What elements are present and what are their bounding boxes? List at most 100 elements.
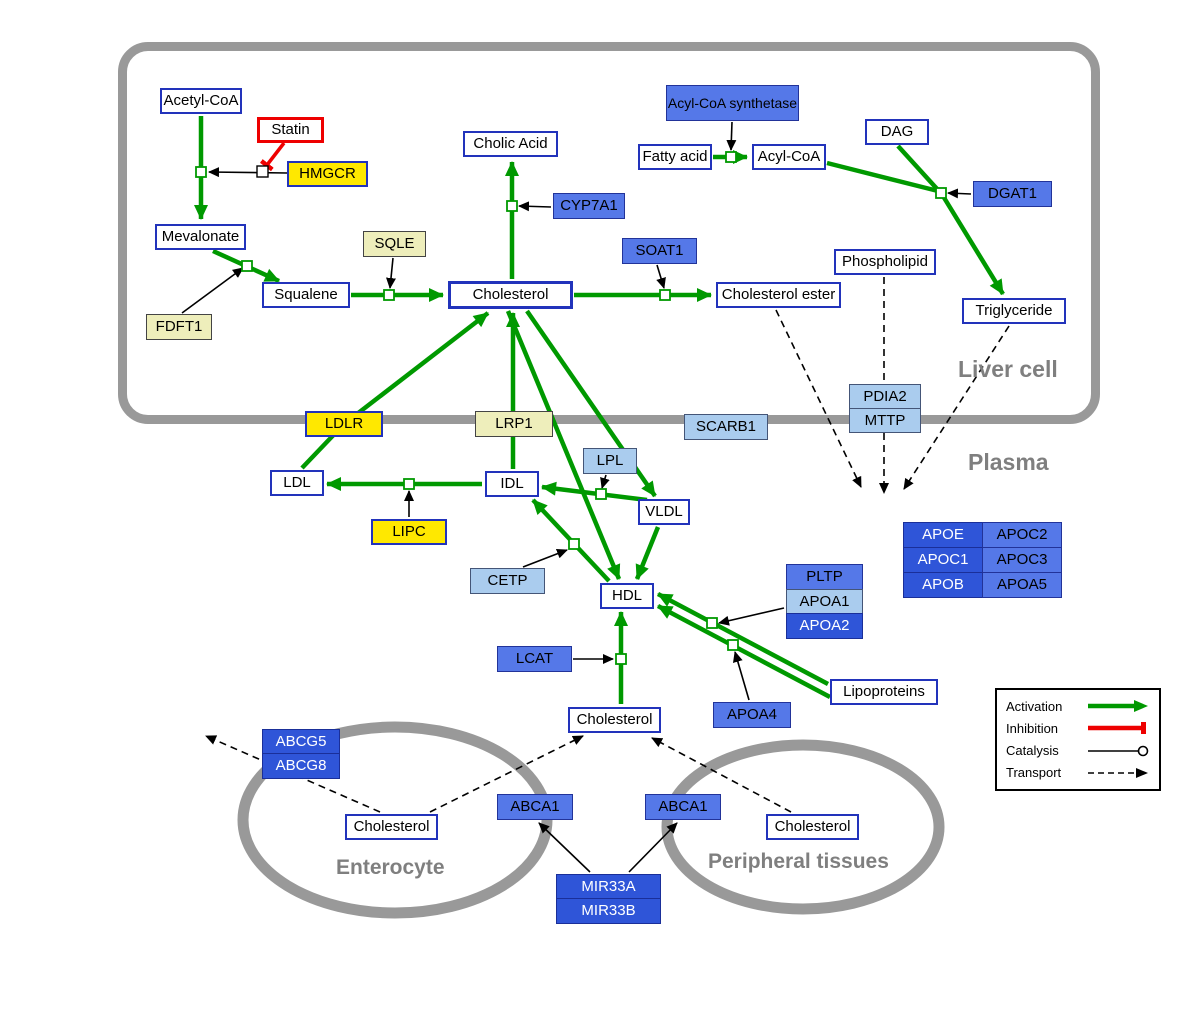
- reaction-node: [195, 166, 207, 178]
- edge-cyp7a1-catalysis: [518, 201, 552, 212]
- edge-fdft1-catalysis: [181, 267, 244, 314]
- reaction-node: [568, 538, 580, 550]
- node-lrp1[interactable]: LRP1: [475, 411, 553, 437]
- edge-soat1-catalysis: [656, 264, 666, 289]
- node-ldl[interactable]: LDL: [270, 470, 324, 496]
- node-cholesterol-enterocyte[interactable]: Cholesterol: [345, 814, 438, 840]
- enterocyte-membrane: [237, 721, 553, 919]
- edge-mir33-abca1-enterocyte: [538, 822, 591, 873]
- edge-vldl-hdl: [634, 526, 661, 580]
- node-cholesterol-liver[interactable]: Cholesterol: [448, 281, 573, 309]
- node-fdft1[interactable]: FDFT1: [146, 314, 212, 340]
- reaction-node: [935, 187, 947, 199]
- legend-catalysis-row: Catalysis: [1006, 743, 1150, 758]
- node-mir33a[interactable]: MIR33A: [556, 874, 661, 899]
- edge-lpl-catalysis: [600, 474, 610, 489]
- node-abcg8[interactable]: ABCG8: [262, 753, 340, 779]
- node-cyp7a1[interactable]: CYP7A1: [553, 193, 625, 219]
- legend-transport-row: Transport: [1006, 765, 1150, 780]
- node-acyl-coa-synthetase[interactable]: Acyl-CoA synthetase: [666, 85, 799, 121]
- node-cholesterol-peripheral[interactable]: Cholesterol: [766, 814, 859, 840]
- node-lcat[interactable]: LCAT: [497, 646, 572, 672]
- reaction-node: [706, 617, 718, 629]
- node-triglyceride[interactable]: Triglyceride: [962, 298, 1066, 324]
- enterocyte-label: Enterocyte: [336, 856, 445, 879]
- edge-enterocytecholesterol-plasmacholesterol: [429, 735, 584, 813]
- node-acetyl-coa[interactable]: Acetyl-CoA: [160, 88, 242, 114]
- node-lipc[interactable]: LIPC: [371, 519, 447, 545]
- liver-cell-compartment: [118, 42, 1100, 424]
- edge-dgat1node-triglyceride: [941, 194, 1005, 296]
- node-apoc1[interactable]: APOC1: [903, 547, 983, 573]
- node-cetp[interactable]: CETP: [470, 568, 545, 594]
- node-cholic-acid[interactable]: Cholic Acid: [463, 131, 558, 157]
- node-fatty-acid[interactable]: Fatty acid: [638, 144, 712, 170]
- node-acyl-coa[interactable]: Acyl-CoA: [752, 144, 826, 170]
- edge-ldl-ldlr-cholesterol: [300, 311, 490, 470]
- node-abcg5[interactable]: ABCG5: [262, 729, 340, 754]
- node-lpl[interactable]: LPL: [583, 448, 637, 474]
- activation-arrow-icon: [1088, 700, 1148, 713]
- edge-cetp-catalysis: [522, 548, 568, 568]
- node-idl[interactable]: IDL: [485, 471, 539, 497]
- node-dgat1[interactable]: DGAT1: [973, 181, 1052, 207]
- reaction-nodes: [195, 151, 947, 665]
- legend-activation-row: Activation: [1006, 699, 1150, 714]
- node-apoa4[interactable]: APOA4: [713, 702, 791, 728]
- node-phospholipid[interactable]: Phospholipid: [834, 249, 936, 275]
- transport-arrow-icon: [1088, 767, 1148, 778]
- node-apoc3[interactable]: APOC3: [982, 547, 1062, 573]
- node-pdia2[interactable]: PDIA2: [849, 384, 921, 409]
- node-hmgcr[interactable]: HMGCR: [287, 161, 368, 187]
- reaction-node: [383, 289, 395, 301]
- reaction-node: [595, 488, 607, 500]
- node-vldl[interactable]: VLDL: [638, 499, 690, 525]
- node-statin[interactable]: Statin: [257, 117, 324, 143]
- reaction-node: [403, 478, 415, 490]
- node-apoa5[interactable]: APOA5: [982, 572, 1062, 598]
- node-scarb1[interactable]: SCARB1: [684, 414, 768, 440]
- node-apoa1[interactable]: APOA1: [786, 589, 863, 614]
- catalysis-anchor-node: [256, 165, 269, 178]
- node-cholesterol-ester[interactable]: Cholesterol ester: [716, 282, 841, 308]
- reaction-node: [506, 200, 518, 212]
- edge-cholesterol-hdl: [505, 310, 622, 580]
- node-ldlr[interactable]: LDLR: [305, 411, 383, 437]
- edge-cholesterolester-plasma: [775, 309, 862, 488]
- edge-statin-inhibition: [259, 141, 286, 172]
- node-lipoproteins[interactable]: Lipoproteins: [830, 679, 938, 705]
- node-apoa2[interactable]: APOA2: [786, 613, 863, 639]
- node-apoe[interactable]: APOE: [903, 522, 983, 548]
- node-abca1-enterocyte[interactable]: ABCA1: [497, 794, 573, 820]
- catalysis-edges: [181, 121, 972, 873]
- node-soat1[interactable]: SOAT1: [622, 238, 697, 264]
- node-sqle[interactable]: SQLE: [363, 231, 426, 257]
- edge-acylcoa-dgat1node: [826, 160, 939, 194]
- node-apob[interactable]: APOB: [903, 572, 983, 598]
- edge-dag-dgat1node: [896, 144, 940, 192]
- node-mttp[interactable]: MTTP: [849, 408, 921, 433]
- edge-apoa4-catalysis: [733, 651, 750, 701]
- node-pltp[interactable]: PLTP: [786, 564, 863, 590]
- node-cholesterol-plasma[interactable]: Cholesterol: [568, 707, 661, 733]
- node-abca1-peripheral[interactable]: ABCA1: [645, 794, 721, 820]
- edge-peripheralcholesterol-plasmacholesterol: [651, 737, 792, 813]
- transport-edges: [205, 277, 1010, 813]
- node-dag[interactable]: DAG: [865, 119, 929, 145]
- node-mir33b[interactable]: MIR33B: [556, 898, 661, 924]
- edge-dgat1-catalysis: [947, 188, 972, 199]
- edge-lipoproteins-hdl-lower: [656, 604, 832, 699]
- node-apoc2[interactable]: APOC2: [982, 522, 1062, 548]
- node-mevalonate[interactable]: Mevalonate: [155, 224, 246, 250]
- node-squalene[interactable]: Squalene: [262, 282, 350, 308]
- legend-transport-label: Transport: [1006, 765, 1062, 781]
- node-hdl[interactable]: HDL: [600, 583, 654, 609]
- edge-acylcoasynthetase-catalysis: [726, 121, 737, 151]
- plasma-label: Plasma: [968, 449, 1049, 475]
- edge-apoa1-apoa2-catalysis: [718, 607, 785, 626]
- edge-sqle-catalysis: [386, 257, 396, 289]
- edge-mir33-abca1-peripheral: [628, 822, 678, 873]
- reaction-node: [725, 151, 737, 163]
